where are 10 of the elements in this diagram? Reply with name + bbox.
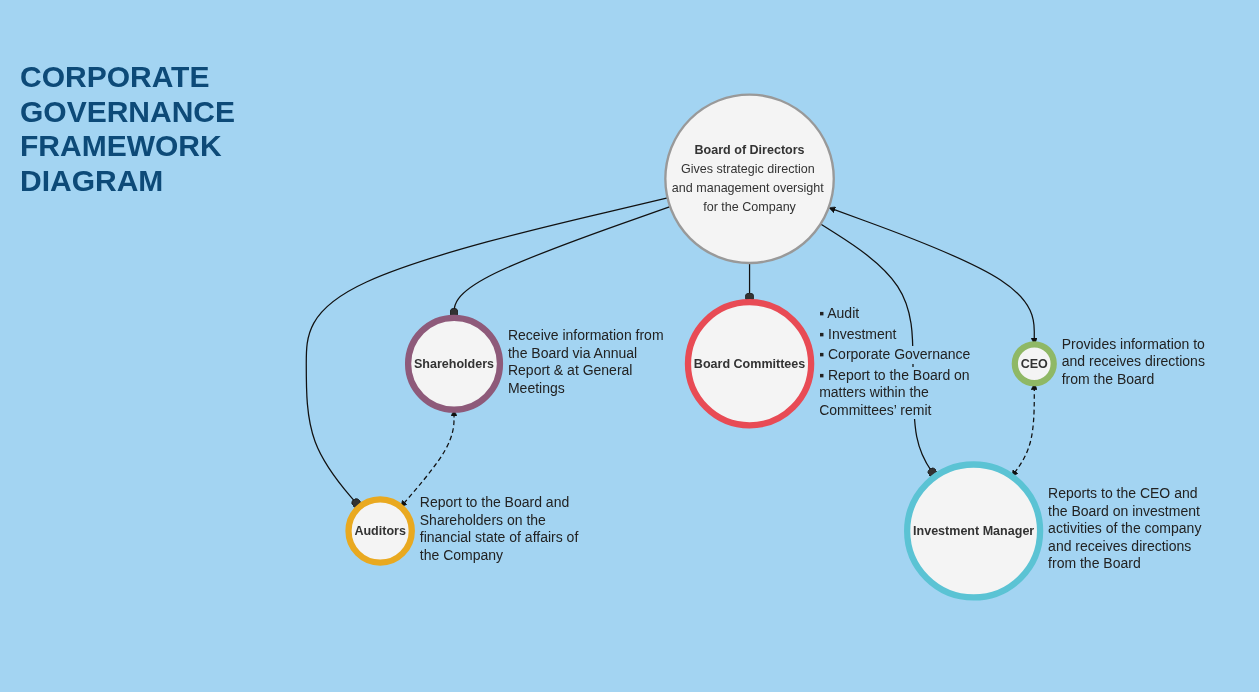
arrow [1011,383,1038,477]
description-text: ▪ Corporate Governance [819,346,971,364]
node-circle: Board Committees [684,299,815,429]
node-circle: Shareholders [404,314,504,413]
node-circle: Auditors [345,496,415,566]
description-text: Report to the Board and Shareholders on the financial state of affairs of the Company [419,494,580,565]
diagram-title: CORPORATE GOVERNANCE FRAMEWORK DIAGRAM [20,60,237,198]
node-circle: CEO [1011,341,1057,387]
node-circle: Board of Directors Gives strategic direction and management oversight for the Company [664,93,835,265]
node-circle: Investment Manager [904,461,1044,601]
